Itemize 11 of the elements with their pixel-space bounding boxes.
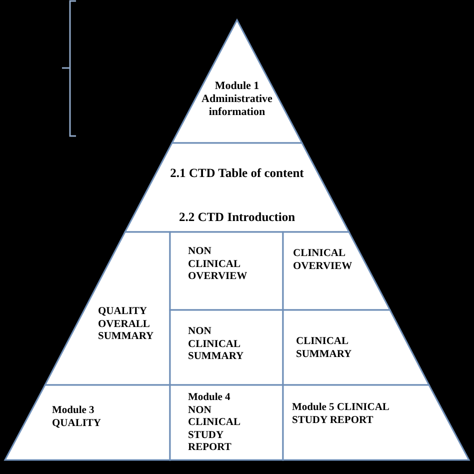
section-label: Module 1 Administrative information xyxy=(200,80,274,120)
section-label: 2.2 CTD Introduction xyxy=(178,210,296,225)
section-label: NON CLINICAL SUMMARY xyxy=(188,326,245,364)
section-label: CLINICAL OVERVIEW xyxy=(293,248,354,274)
section-label: NON CLINICAL OVERVIEW xyxy=(188,246,248,284)
section-label: Module 4 NON CLINICAL STUDY REPORT xyxy=(188,392,241,455)
section-label: Module 5 CLINICAL STUDY REPORT xyxy=(292,402,390,428)
section-label: QUALITY OVERALL SUMMARY xyxy=(98,306,155,344)
section-label: CLINICAL SUMMARY xyxy=(296,336,353,362)
section-label: 2.1 CTD Table of content xyxy=(169,166,305,181)
section-label: Module 3 QUALITY xyxy=(52,405,102,430)
